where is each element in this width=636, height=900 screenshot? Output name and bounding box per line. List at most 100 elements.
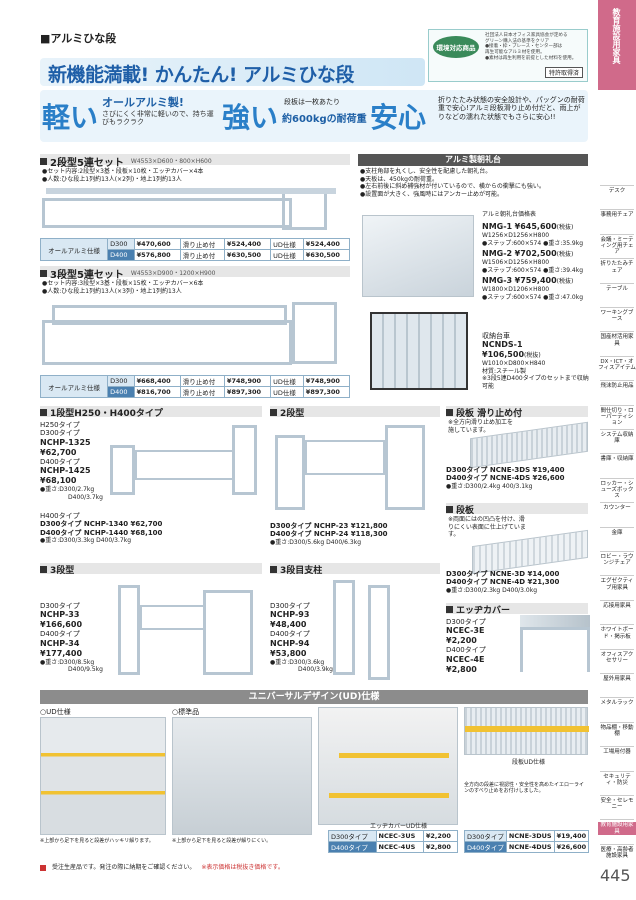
sidebar-item[interactable]: 飛沫防止用品 bbox=[600, 383, 634, 390]
sidebar-divider bbox=[600, 770, 634, 772]
sidebar-item[interactable]: エグゼクティブ用家具 bbox=[600, 578, 634, 591]
page-title: ■アルミひな段 bbox=[40, 32, 117, 45]
sidebar-item[interactable]: 工場用付器 bbox=[603, 749, 631, 756]
podium-items: NMG-1 ¥645,600(税抜) W1256×D1256×H800 ●ステッ… bbox=[482, 222, 584, 301]
eco-text: 社団法人日本オフィス家具協会が定めるグリーン購入法の基準をクリア●接着・枠・ブレ… bbox=[485, 33, 577, 61]
podium-title: アルミ製朝礼台 bbox=[358, 154, 588, 166]
sidebar-item[interactable]: カウンター bbox=[603, 505, 631, 512]
ud-board-note: 全方向の段差に視認性・安全性を高めたイエローラインのすべり止めをお付けしました。 bbox=[464, 782, 584, 795]
sidebar-item[interactable]: 会議・ミーティング用チェア bbox=[600, 236, 634, 256]
sidebar-divider bbox=[600, 307, 634, 308]
ud-edge-photo bbox=[318, 707, 458, 825]
sidebar-category-tab: 教育施設用家具 bbox=[598, 0, 636, 90]
sidebar-divider bbox=[600, 355, 634, 357]
edge-title: エッヂカバー bbox=[446, 603, 510, 616]
sidebar-item[interactable]: デスク bbox=[608, 188, 626, 194]
std-photo bbox=[172, 717, 312, 835]
edge-image bbox=[520, 615, 590, 675]
feature-light-title: オールアルミ製! bbox=[102, 96, 184, 109]
sidebar-divider bbox=[600, 697, 634, 699]
sidebar-item[interactable]: ロビー・ラウンジチェア bbox=[600, 554, 634, 567]
banner-features: 軽い オールアルミ製! さびにくく非常に軽いので、持ち運びもラクラク 強い 段板… bbox=[40, 90, 588, 142]
sidebar-item[interactable]: 応接用家具 bbox=[603, 602, 631, 609]
eco-box: 環境対応商品 社団法人日本オフィス家具協会が定めるグリーン購入法の基準をクリア●… bbox=[428, 29, 588, 82]
ud-title: ユニバーサルデザイン(UD)仕様 bbox=[40, 690, 588, 704]
sidebar-item[interactable]: DX・ICT・オフィスアイテム bbox=[598, 358, 636, 372]
sidebar-item[interactable]: 間仕切り・ローパーティション bbox=[600, 407, 634, 427]
board-info: D300タイプ NCNE-3D ¥14,000 D400タイプ NCNE-4D … bbox=[446, 570, 560, 594]
std-caption: ※上部から足下を見ると段差が解りにくい。 bbox=[172, 838, 272, 844]
sidebar-item[interactable]: ワーキングブース bbox=[600, 310, 634, 323]
anti-info: D300タイプ NCNE-3DS ¥19,400 D400タイプ NCNE-4D… bbox=[446, 466, 565, 490]
std-label: ○標準品 bbox=[172, 708, 200, 716]
anti-note: ※全方向滑り止め加工を施しています。 bbox=[448, 419, 514, 434]
sidebar-divider bbox=[600, 746, 634, 748]
sidebar-divider bbox=[600, 843, 634, 845]
sidebar-item[interactable]: テーブル bbox=[606, 285, 628, 292]
feature-safe-text: 折りたたみ状態の安全設計や、パッグンの耐荷重で安心!アルミ段板滑り止め付だと、雨… bbox=[438, 96, 585, 121]
sidebar-item[interactable]: 安全・セレモニー bbox=[600, 798, 634, 811]
sidebar-divider bbox=[600, 526, 634, 528]
two-image bbox=[275, 420, 435, 515]
sidebar-item[interactable]: オフィスアクセサリー bbox=[600, 651, 634, 664]
footer-notes: 受注生産品です。発注の際に納期をご確認ください。 ※表示価格は税抜き価格です。 bbox=[40, 864, 284, 872]
cart-info: 収納台車 NCNDS-1 ¥106,500(税抜) W1010×D800×H84… bbox=[482, 332, 589, 390]
two-title: 2段型 bbox=[270, 406, 304, 419]
board-title: 段板 bbox=[446, 503, 474, 516]
sidebar-divider bbox=[600, 673, 634, 674]
sidebar-divider bbox=[600, 233, 634, 235]
board-note: ※両面にはの凹凸を付け、滑りにくい表面に仕上げています。 bbox=[448, 516, 526, 538]
eco-badge: 環境対応商品 bbox=[433, 36, 479, 58]
sidebar-item[interactable]: セキュリティ・防災 bbox=[603, 773, 631, 786]
one-image bbox=[110, 420, 260, 500]
feature-light: 軽い bbox=[42, 101, 99, 134]
feature-strong: 強い bbox=[222, 101, 279, 134]
podium-caption: アルミ朝礼台価格表 bbox=[482, 211, 536, 218]
feature-strong-pre: 段板は一枚あたり bbox=[284, 98, 340, 106]
ud-label: ○UD仕様 bbox=[40, 708, 71, 716]
sidebar-divider bbox=[600, 209, 634, 211]
sidebar-item[interactable]: 折りたたみチェア bbox=[600, 261, 634, 274]
sidebar-divider bbox=[600, 404, 634, 406]
set2-notes: ●セット内容:2段型×3基・段板×10枚・エッヂカバー×4本●人数:ひな段上1列… bbox=[42, 168, 204, 183]
sidebar-item[interactable]: システム収納庫 bbox=[600, 432, 634, 445]
sidebar-divider bbox=[600, 819, 634, 821]
page-number: 445 bbox=[600, 866, 631, 885]
set2-image bbox=[42, 188, 342, 233]
sidebar-item[interactable]: ロッカー・シューズボックス bbox=[600, 480, 634, 500]
sidebar-divider bbox=[600, 258, 634, 260]
sidebar-divider bbox=[600, 648, 634, 650]
podium-bullets: ●支柱角部を丸くし、安全性を配慮した朝礼台。●天板は、450kgの耐荷重。●左右… bbox=[360, 168, 545, 198]
three-title: 3段型 bbox=[40, 563, 74, 576]
sidebar-item[interactable]: 屋外用家具 bbox=[603, 676, 631, 682]
post-title: 3段目支柱 bbox=[270, 563, 322, 576]
sidebar-item[interactable]: 国産材活用家具 bbox=[600, 334, 634, 347]
sidebar-divider bbox=[600, 453, 634, 455]
sidebar-divider bbox=[600, 282, 634, 284]
sidebar-divider bbox=[600, 331, 634, 333]
sidebar-divider bbox=[600, 429, 634, 430]
podium-image bbox=[362, 215, 474, 297]
sidebar-item[interactable]: 医療・高齢者施設家具 bbox=[600, 846, 634, 860]
ud-board-photo bbox=[464, 707, 589, 755]
sidebar-item[interactable]: ホワイトボード・掲示板 bbox=[600, 627, 634, 640]
sidebar-item[interactable]: メタルラック bbox=[600, 700, 634, 707]
sidebar-divider bbox=[600, 380, 634, 382]
sidebar-divider bbox=[600, 575, 634, 577]
sidebar-divider bbox=[600, 624, 634, 626]
feature-safe: 安心 bbox=[370, 101, 427, 134]
banner-headline: 新機能満載! かんたん! アルミひな段 bbox=[48, 64, 354, 86]
sidebar-item[interactable]: 物品棚・移動棚 bbox=[600, 724, 634, 738]
sidebar-item[interactable]: 金庫 bbox=[611, 529, 623, 536]
sidebar-item[interactable]: 事務用チェア bbox=[600, 212, 634, 219]
banner-headline-bg bbox=[40, 58, 425, 86]
sidebar-item[interactable]: 書庫・収納庫 bbox=[600, 456, 634, 463]
sidebar-item[interactable]: 教育施設用家具 bbox=[598, 822, 636, 836]
